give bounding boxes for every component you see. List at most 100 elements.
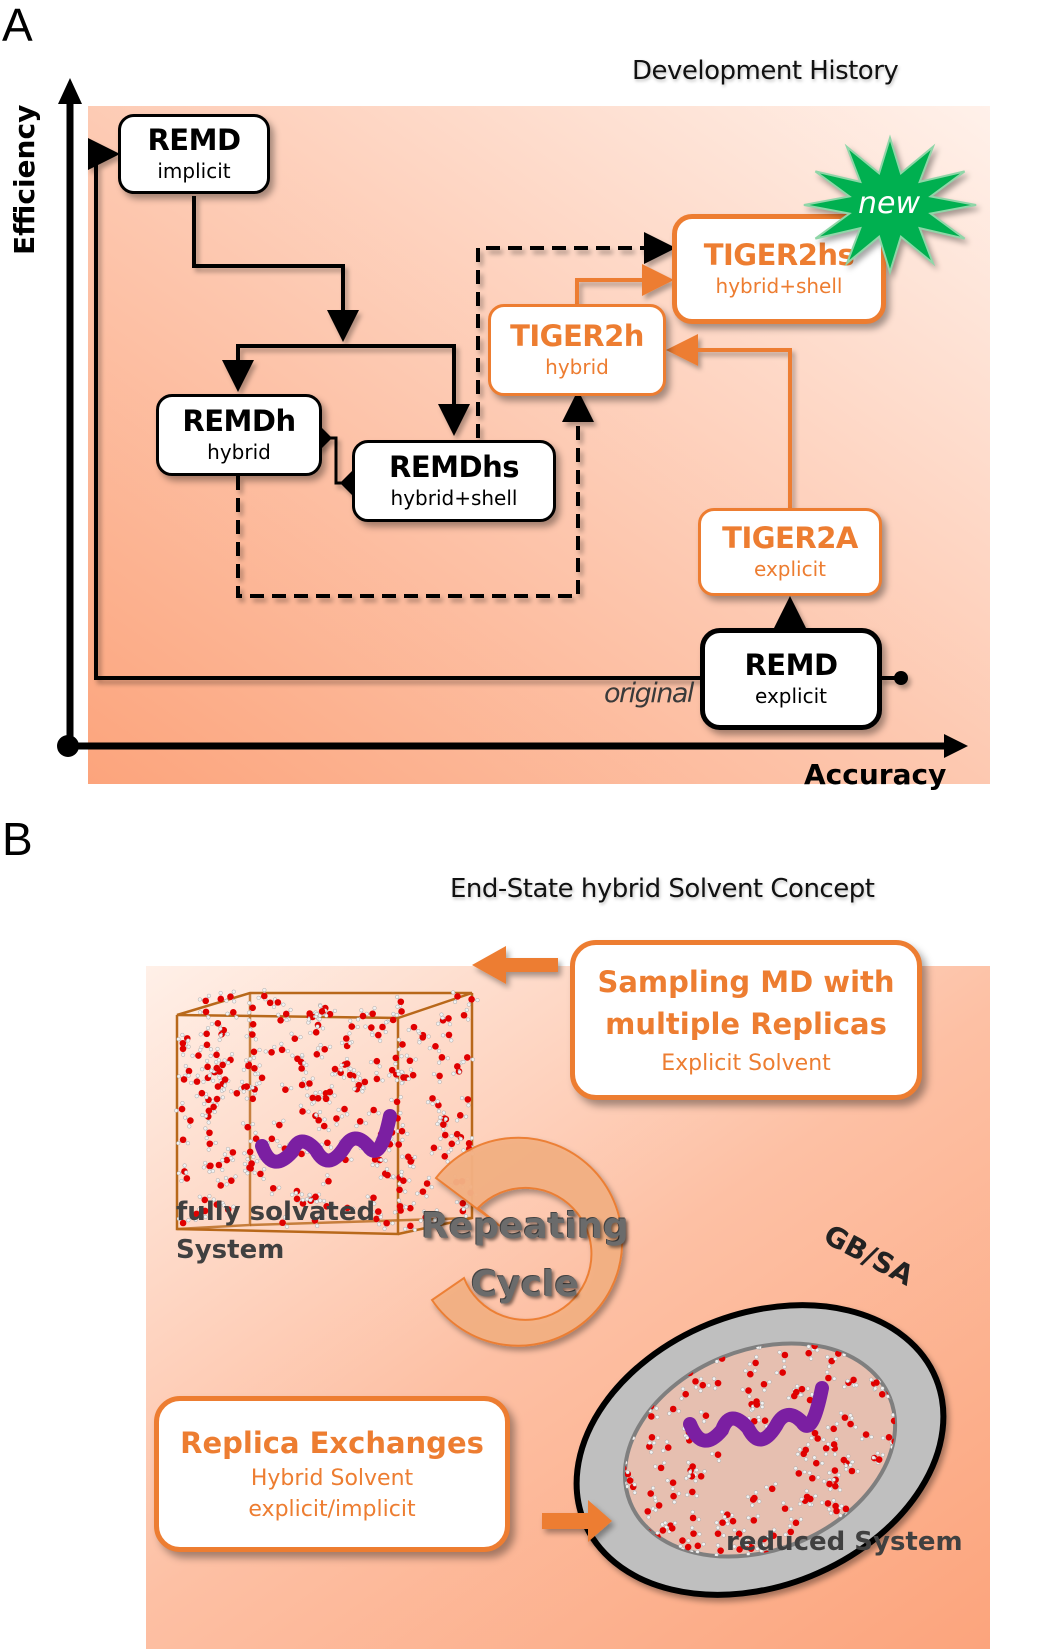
water-molecule xyxy=(247,1000,256,1015)
sampling-title-line1: Sampling MD with xyxy=(597,964,895,999)
water-molecule xyxy=(714,1514,727,1526)
axis-origin-dot xyxy=(57,735,79,757)
water-molecule xyxy=(423,1175,434,1190)
water-molecule xyxy=(764,1481,778,1493)
node-tiger2a[interactable]: TIGER2A explicit xyxy=(698,508,882,596)
water-molecule xyxy=(843,1459,855,1472)
water-molecule xyxy=(441,1031,454,1043)
water-molecule xyxy=(179,1044,191,1057)
water-molecule xyxy=(190,1047,203,1059)
cycle-label-line1: Repeating xyxy=(421,1206,629,1247)
water-molecule xyxy=(429,1144,442,1156)
water-molecule xyxy=(200,1058,211,1072)
water-molecule xyxy=(432,1208,443,1222)
water-molecule xyxy=(822,1477,836,1488)
water-molecule xyxy=(311,1090,322,1105)
water-molecule xyxy=(765,1527,777,1540)
water-molecule xyxy=(827,1467,841,1478)
water-molecule xyxy=(293,1190,305,1203)
water-molecule xyxy=(399,1173,412,1184)
water-molecule xyxy=(203,1126,213,1141)
water-molecule xyxy=(311,1214,322,1228)
water-molecule xyxy=(358,1076,369,1090)
water-molecule xyxy=(625,1483,637,1495)
water-molecule xyxy=(176,1216,191,1227)
water-molecule xyxy=(257,1167,267,1181)
water-molecule xyxy=(244,1031,258,1042)
helix-icon xyxy=(255,1109,397,1169)
panel-a-letter: A xyxy=(2,0,33,51)
water-molecule xyxy=(242,1148,256,1159)
node-remd-implicit[interactable]: REMD implicit xyxy=(118,114,270,194)
origin-label: original xyxy=(604,678,694,709)
water-molecule xyxy=(783,1523,795,1537)
water-molecule xyxy=(387,1066,401,1078)
water-molecule xyxy=(653,1460,667,1472)
panel-a-title: Development History xyxy=(632,56,899,86)
sampling-title-line2: multiple Replicas xyxy=(605,1006,887,1041)
water-molecule xyxy=(694,1542,706,1554)
sampling-subtitle: Explicit Solvent xyxy=(661,1050,831,1076)
water-molecule xyxy=(407,1155,417,1169)
helix-reduced-icon xyxy=(683,1381,829,1448)
water-molecule xyxy=(298,1060,309,1075)
water-molecule xyxy=(346,1068,357,1083)
exchange-title: Replica Exchanges xyxy=(180,1426,484,1461)
water-molecule xyxy=(825,1421,839,1433)
node-subtitle: explicit xyxy=(754,556,826,581)
sampling-md-box[interactable]: Sampling MD with multiple Replicas Expli… xyxy=(570,940,922,1100)
water-molecule xyxy=(379,1020,389,1035)
water-molecule xyxy=(710,1451,722,1463)
water-molecule xyxy=(279,1215,290,1229)
water-molecule xyxy=(692,1376,703,1390)
water-molecule xyxy=(396,1037,406,1052)
repeating-cycle-label: Repeating Cycle xyxy=(418,1198,632,1313)
water-molecule xyxy=(777,1350,789,1363)
water-molecule xyxy=(793,1466,807,1477)
water-molecule xyxy=(633,1335,648,1345)
y-axis-arrowhead xyxy=(58,78,82,104)
water-molecule xyxy=(743,1368,758,1378)
arrow-right-icon xyxy=(542,1500,612,1542)
full-system-caption-line2: System xyxy=(176,1234,285,1265)
water-molecule xyxy=(198,1008,211,1020)
water-molecule xyxy=(278,1041,290,1054)
water-molecule xyxy=(740,1387,752,1399)
water-molecule xyxy=(342,1031,353,1046)
water-molecule xyxy=(370,1208,383,1220)
node-remd-explicit[interactable]: REMD explicit xyxy=(700,628,882,730)
water-molecule xyxy=(197,993,211,1005)
water-molecule xyxy=(298,1103,311,1115)
replica-exchange-box[interactable]: Replica Exchanges Hybrid Solvent explici… xyxy=(154,1396,510,1552)
water-molecule xyxy=(454,1199,467,1212)
node-tiger2h[interactable]: TIGER2h hybrid xyxy=(488,304,666,396)
water-molecule xyxy=(382,1219,395,1231)
water-molecule xyxy=(241,1121,255,1131)
edge-tiger2a-to-tiger2h xyxy=(666,334,792,508)
water-molecule xyxy=(189,1073,201,1085)
water-molecule xyxy=(430,1101,442,1114)
water-molecule xyxy=(248,1130,260,1144)
water-molecule xyxy=(333,1114,345,1127)
water-molecule xyxy=(798,1385,810,1397)
water-molecule xyxy=(686,1460,696,1474)
repeating-cycle-icon xyxy=(430,1136,624,1347)
water-molecule xyxy=(732,1543,747,1553)
water-molecule xyxy=(819,1500,832,1512)
water-molecule xyxy=(229,1086,243,1097)
water-molecule xyxy=(256,988,268,1000)
node-remdh[interactable]: REMDh hybrid xyxy=(156,394,322,476)
water-molecule xyxy=(348,1018,360,1030)
water-molecule xyxy=(250,1047,262,1060)
exchange-subtitle-line1: Hybrid Solvent xyxy=(250,1466,414,1492)
water-molecule xyxy=(859,1431,874,1441)
water-molecule xyxy=(878,1386,890,1399)
water-molecule xyxy=(648,1408,660,1420)
water-molecule xyxy=(396,1181,408,1194)
water-molecule xyxy=(425,1095,440,1105)
water-molecule xyxy=(404,1053,418,1065)
water-molecule xyxy=(364,1006,377,1018)
water-molecule xyxy=(209,1060,221,1073)
water-molecule xyxy=(314,1008,329,1018)
node-remdhs[interactable]: REMDhs hybrid+shell xyxy=(352,440,556,522)
